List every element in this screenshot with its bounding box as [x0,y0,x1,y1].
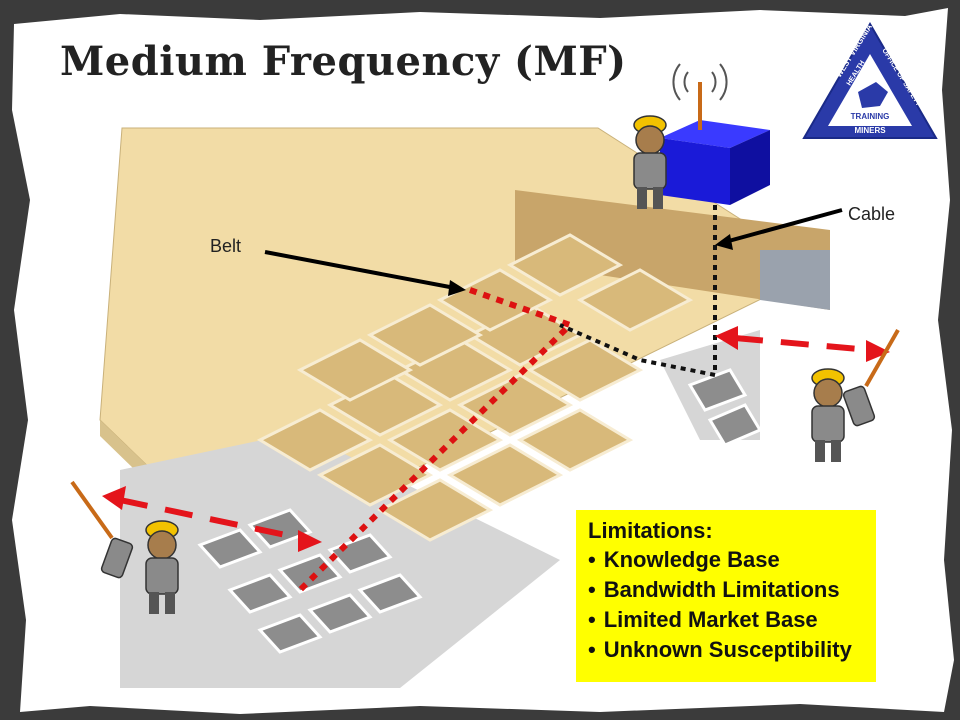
miner-figure-right [811,329,900,462]
signal-arrow-right [734,335,871,353]
mine-pillar-grid [256,233,694,542]
miner-figure-surface [633,115,667,209]
coal-seam [515,190,830,310]
signal-arrowhead-left-end [298,530,322,552]
coal-seam [760,250,830,310]
slide-title: Medium Frequency (MF) [60,38,627,85]
logo-training-text: TRAINING [851,112,890,121]
belt-pointer-arrow [264,250,466,296]
limitation-item: Knowledge Base [588,545,866,575]
signal-arrowhead-right-start [715,326,738,350]
limitation-item: Bandwidth Limitations [588,575,866,605]
transmitter-box [660,82,770,205]
miner-figure-left [70,480,179,614]
signal-arrowhead-right [866,340,890,362]
wv-state-icon [858,82,888,108]
cable-pointer-arrow [715,208,843,250]
logo-miners-text: MINERS [854,126,886,135]
cable-label: Cable [848,204,896,224]
limitations-heading: Limitations: [588,518,713,543]
signal-arrow-left [119,497,301,541]
cable-line [559,195,717,378]
radio-waves-icon [672,63,728,101]
limitations-panel: Limitations: Knowledge Base Bandwidth Li… [576,510,876,682]
wv-miners-training-logo: WEST VIRGINIA HEALTH OFFICE OF SAFETY TR… [802,22,938,139]
limitation-item: Limited Market Base [588,605,866,635]
signal-arrowhead-left [102,486,126,510]
belt-label: Belt [210,236,242,256]
limitation-item: Unknown Susceptibility [588,635,866,665]
limitations-list: Knowledge Base Bandwidth Limitations Lim… [588,545,866,665]
